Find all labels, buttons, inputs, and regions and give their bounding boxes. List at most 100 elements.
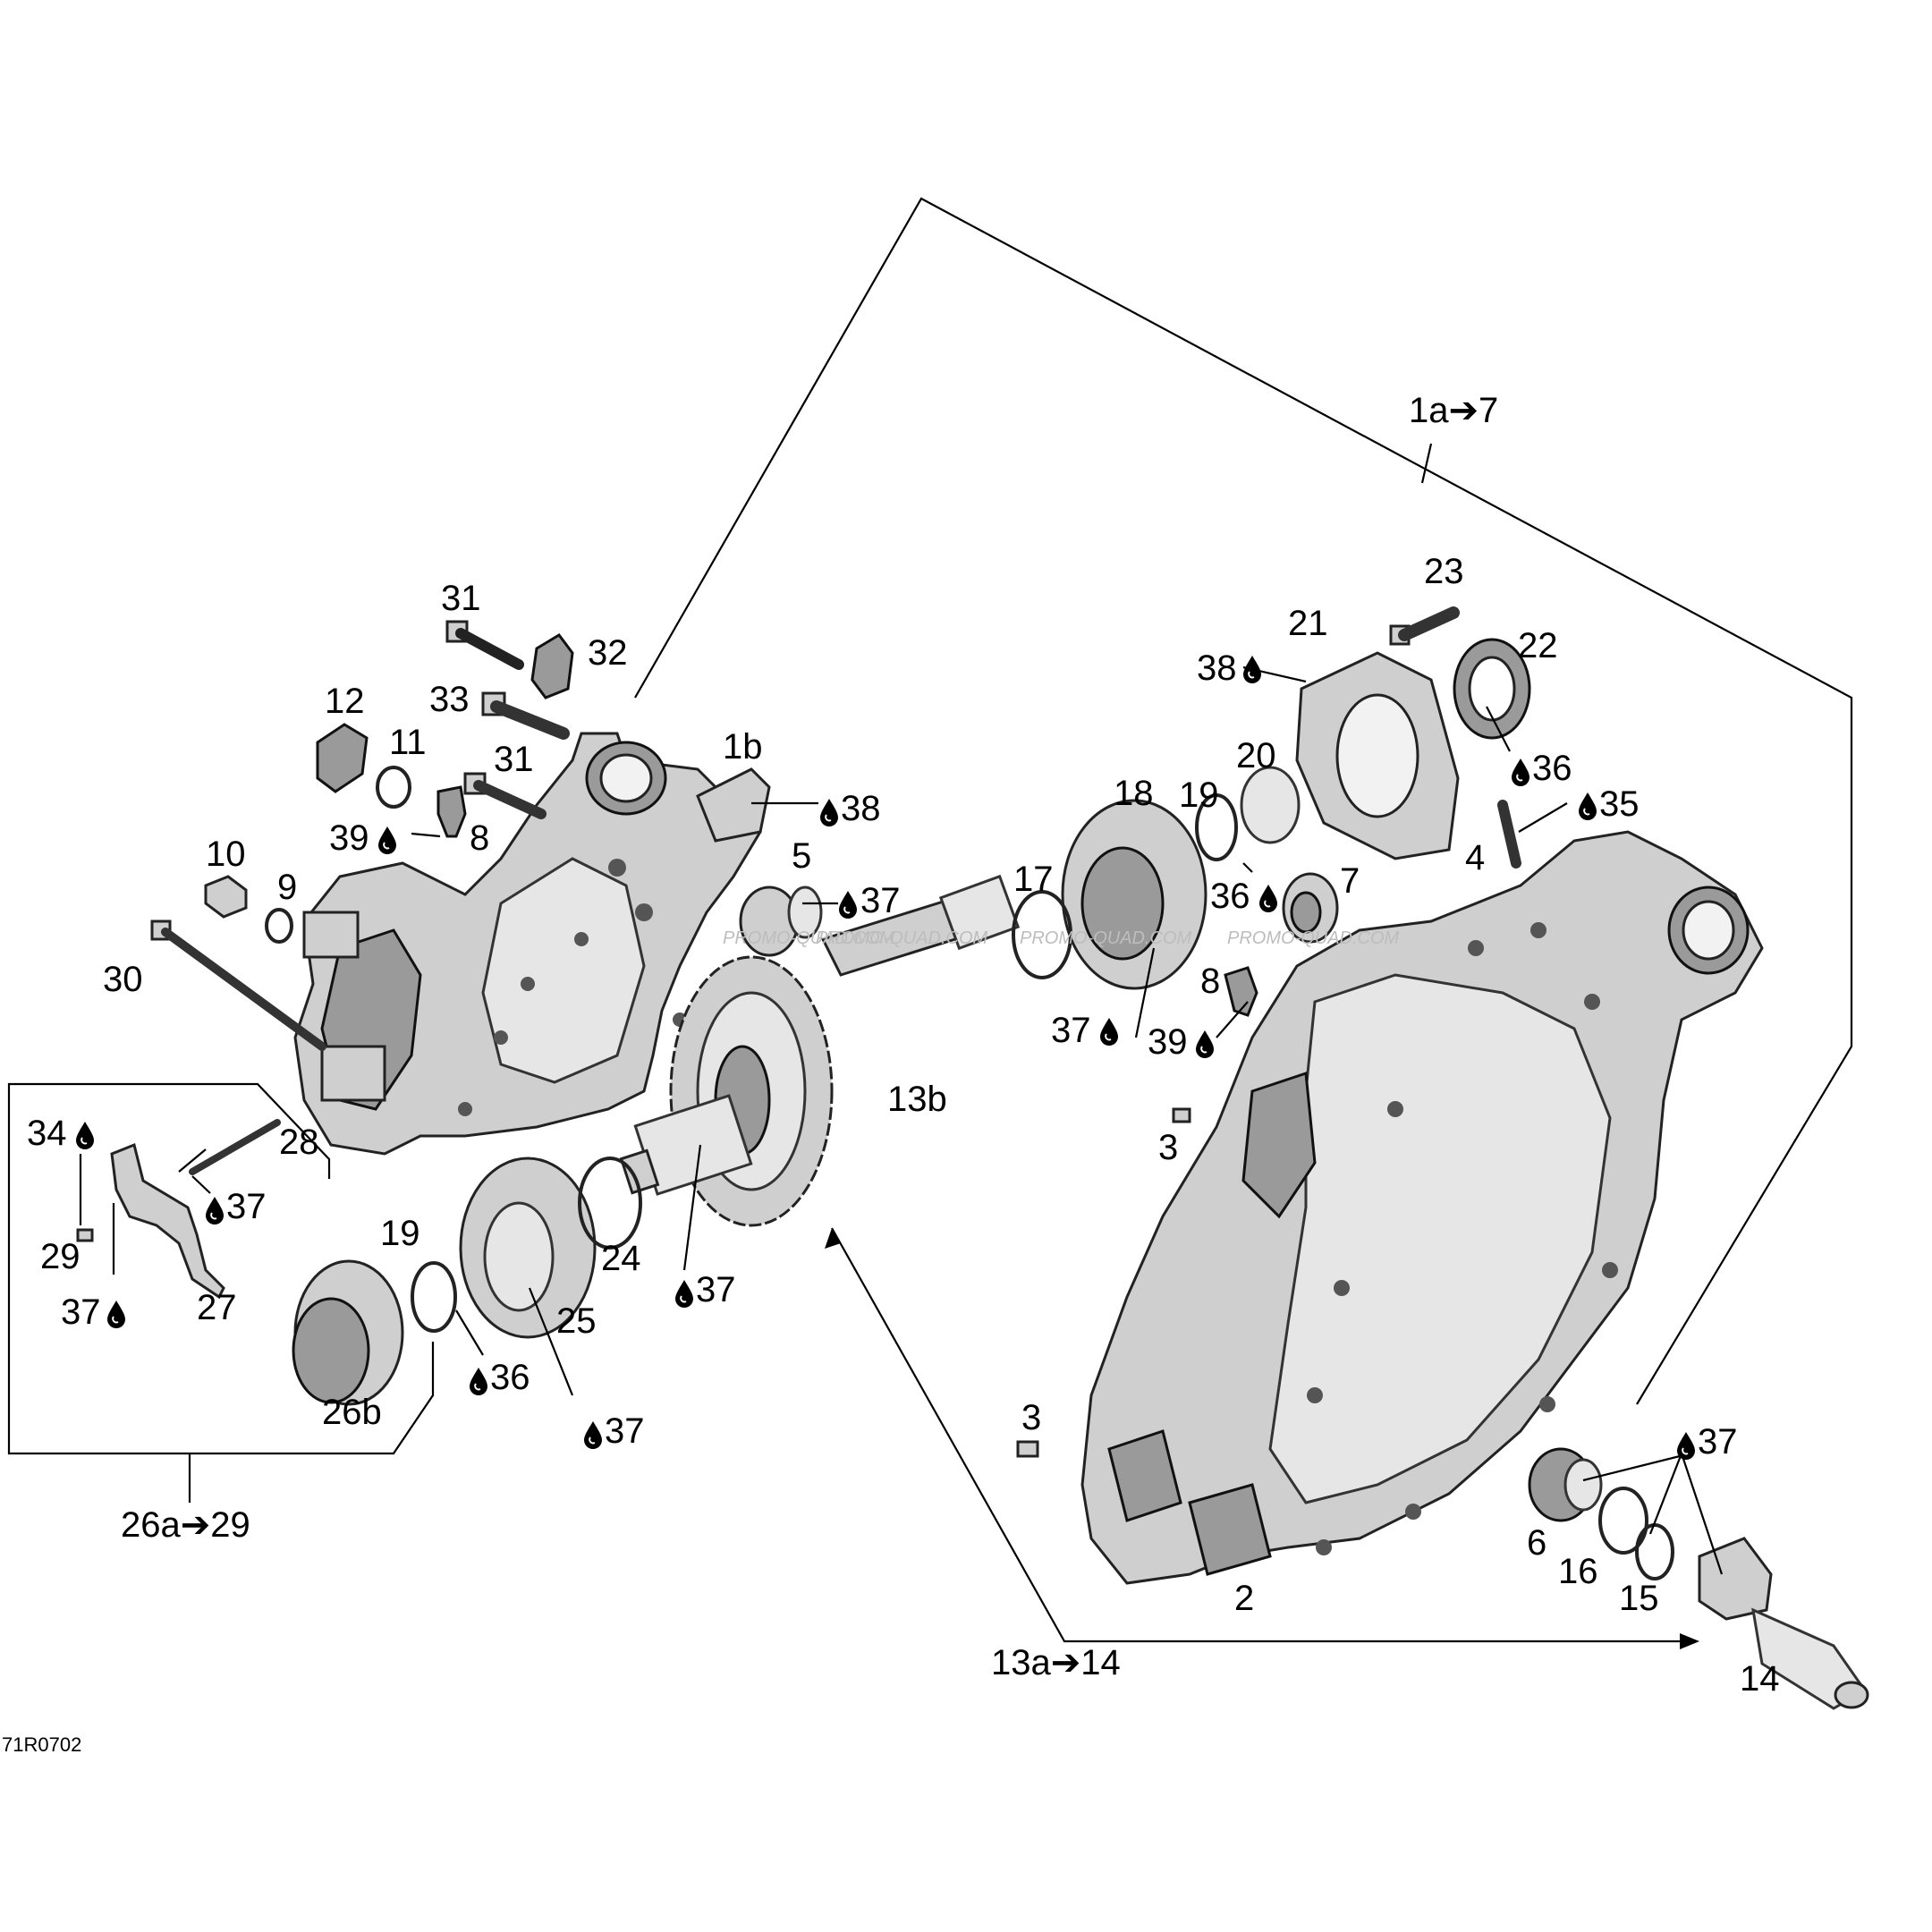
label-15: 15 (1619, 1579, 1659, 1618)
label-29: 29 (40, 1237, 80, 1276)
label-1b: 1b (723, 727, 763, 767)
label-33: 33 (429, 680, 470, 719)
svg-text:37: 37 (1698, 1422, 1738, 1462)
label-30: 30 (103, 960, 143, 999)
svg-text:36: 36 (490, 1358, 530, 1397)
label-24: 24 (601, 1239, 641, 1278)
ring-19a (411, 1261, 457, 1333)
bushing-5 (739, 886, 823, 957)
shim-24 (578, 1157, 642, 1250)
bolt-31b (463, 772, 547, 819)
label-8b: 8 (1200, 962, 1220, 1001)
ring-19b (1195, 793, 1238, 861)
label-5: 5 (792, 836, 811, 876)
gear-shaft-13b (619, 874, 1021, 1227)
bolt-30 (150, 919, 326, 1051)
label-17: 17 (1013, 860, 1054, 899)
svg-text:37: 37 (696, 1270, 736, 1309)
label-28: 28 (279, 1123, 319, 1162)
label-8a: 8 (470, 818, 489, 858)
group-label-26a-29: 26a➔29 (121, 1505, 250, 1545)
label-18: 18 (1114, 774, 1154, 813)
shim-15 (1635, 1523, 1674, 1580)
label-20: 20 (1236, 736, 1276, 775)
group-outline-13a-14 (825, 1227, 1699, 1649)
shim-16 (1598, 1487, 1648, 1555)
svg-text:37: 37 (1051, 1011, 1091, 1050)
label-31b: 31 (494, 740, 534, 779)
pin-4 (1497, 800, 1521, 869)
svg-text:37: 37 (860, 881, 901, 920)
dowel-3a (1172, 1107, 1191, 1123)
svg-text:PROMO-QUAD.COM: PROMO-QUAD.COM (723, 928, 895, 948)
shim-17 (1012, 890, 1072, 979)
label-6: 6 (1527, 1523, 1546, 1563)
plug-12 (316, 723, 369, 793)
sleeve-26b (292, 1259, 404, 1406)
svg-text:37: 37 (226, 1187, 267, 1226)
housing-2 (1080, 830, 1764, 1585)
group-outline-1a-7 (634, 197, 1853, 1405)
dowel-3b (1016, 1440, 1039, 1458)
label-32: 32 (588, 633, 628, 673)
leader-lines (79, 665, 1724, 1575)
bearing-18 (1061, 799, 1208, 990)
lubricant-labels: 34 35 36 36 36 37 37 37 37 37 37 37 38 3… (27, 648, 1738, 1462)
breather-8a (436, 785, 467, 838)
label-21: 21 (1288, 604, 1328, 643)
bolt-23 (1389, 606, 1460, 646)
bushing-20 (1240, 766, 1301, 844)
bracket-32 (530, 633, 574, 699)
part-labels: 1a➔7 13a➔14 26a➔29 1b 2 3 3 4 5 6 7 8 8 … (2, 391, 1780, 1756)
diagram-code: 71R0702 (2, 1733, 81, 1756)
label-22: 22 (1518, 626, 1558, 665)
label-3b: 3 (1021, 1398, 1041, 1437)
svg-text:PROMO-QUAD.COM: PROMO-QUAD.COM (1227, 928, 1400, 948)
svg-text:PROMO-QUAD.COM: PROMO-QUAD.COM (1020, 928, 1192, 948)
svg-text:37: 37 (605, 1411, 645, 1451)
svg-text:37: 37 (61, 1292, 101, 1332)
svg-text:39: 39 (329, 818, 369, 858)
plate-21 (1295, 651, 1460, 860)
label-26b: 26b (322, 1393, 382, 1432)
svg-text:36: 36 (1210, 877, 1250, 916)
group-outline-26a-29 (7, 1082, 435, 1503)
label-7: 7 (1340, 861, 1360, 901)
label-2: 2 (1234, 1579, 1254, 1618)
group-label-13a-14: 13a➔14 (991, 1643, 1121, 1682)
label-19b: 19 (1179, 775, 1219, 815)
bearing-6 (1528, 1447, 1603, 1522)
ring-9 (265, 908, 293, 944)
shift-fork-27 (110, 1142, 225, 1300)
pin-29 (76, 1228, 94, 1242)
breather-8b (1224, 966, 1258, 1017)
svg-text:34: 34 (27, 1114, 67, 1153)
bushing-7 (1282, 872, 1339, 944)
svg-text:PROMO-QUAD.COM: PROMO-QUAD.COM (816, 928, 988, 948)
label-11: 11 (389, 723, 427, 762)
label-14: 14 (1740, 1659, 1780, 1699)
watermark: PROMO-QUAD.COM PROMO-QUAD.COM PROMO-QUAD… (723, 928, 1400, 948)
housing-1b (293, 732, 771, 1156)
label-23: 23 (1424, 552, 1464, 591)
label-31a: 31 (441, 579, 481, 618)
svg-text:35: 35 (1599, 784, 1640, 824)
bolt-31a (445, 620, 524, 670)
bearing-25 (459, 1157, 597, 1339)
label-12: 12 (325, 682, 365, 721)
svg-text:39: 39 (1148, 1022, 1188, 1062)
label-9: 9 (277, 868, 297, 907)
svg-text:36: 36 (1532, 749, 1572, 788)
label-27: 27 (197, 1288, 237, 1327)
pinion-shaft-14 (1698, 1537, 1869, 1710)
label-25: 25 (556, 1301, 597, 1341)
bolt-33 (481, 691, 570, 740)
group-label-1a-7: 1a➔7 (1409, 391, 1498, 430)
label-3a: 3 (1158, 1128, 1178, 1167)
label-4: 4 (1465, 838, 1485, 877)
rod-28 (189, 1119, 281, 1175)
label-13b: 13b (887, 1080, 947, 1119)
label-19a: 19 (380, 1214, 420, 1253)
svg-text:38: 38 (1197, 648, 1237, 688)
